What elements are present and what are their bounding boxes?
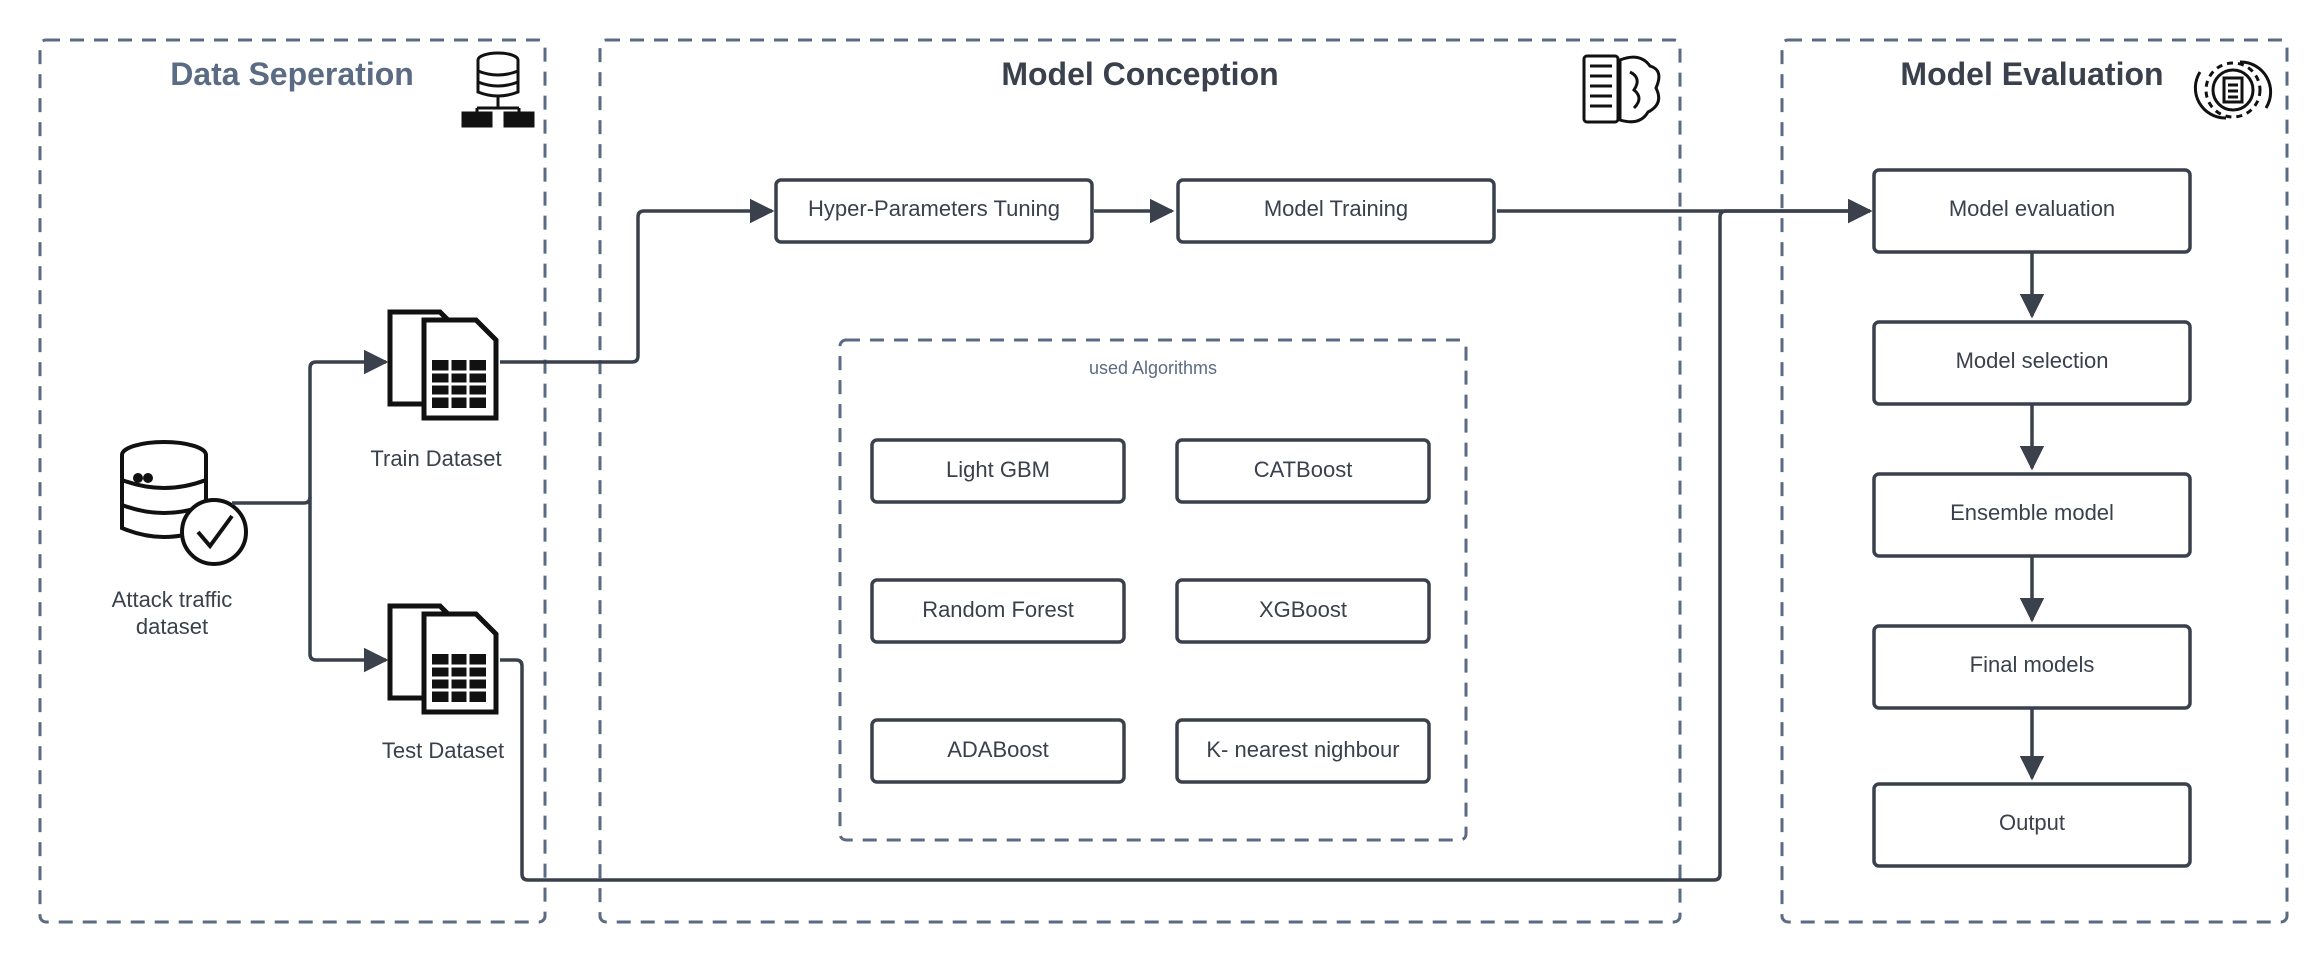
eval-box-final-models[interactable] bbox=[1872, 624, 2192, 710]
edge-test-to-evaluation bbox=[500, 198, 1873, 882]
train-spreadsheet-icon bbox=[387, 309, 499, 421]
algo-label-light-gbm: Light GBM bbox=[946, 457, 1050, 482]
eval-box-model-evaluation[interactable] bbox=[1872, 168, 2192, 254]
algo-box-knn[interactable] bbox=[1175, 718, 1431, 784]
gear-document-icon bbox=[2193, 60, 2273, 120]
eval-box-model-selection[interactable] bbox=[1872, 320, 2192, 406]
eval-label-final-models: Final models bbox=[1969, 652, 2095, 677]
model-training-box[interactable] bbox=[1176, 178, 1496, 244]
model-training-label: Model Training bbox=[1263, 196, 1409, 221]
test-dataset-label: Test Dataset bbox=[381, 738, 505, 763]
eval-box-ensemble-model[interactable] bbox=[1872, 472, 2192, 558]
eval-label-ensemble-model: Ensemble model bbox=[1950, 500, 2114, 525]
data-separation-title: Data Seperation bbox=[170, 56, 414, 92]
algo-label-random-forest: Random Forest bbox=[922, 597, 1074, 622]
brain-document-icon bbox=[1582, 54, 1661, 124]
eval-label-output: Output bbox=[1998, 810, 2066, 835]
hyperparameters-box[interactable] bbox=[774, 178, 1094, 244]
connectors bbox=[232, 198, 2045, 882]
algo-label-catboost: CATBoost bbox=[1253, 457, 1353, 482]
algo-box-xgboost[interactable] bbox=[1175, 578, 1431, 644]
database-check-icon bbox=[120, 440, 248, 566]
algorithms-title: used Algorithms bbox=[1088, 358, 1218, 378]
model-evaluation-panel bbox=[1780, 38, 2289, 924]
edge-to-train bbox=[308, 349, 389, 503]
edge-train-to-tuning bbox=[500, 198, 775, 364]
algo-box-random-forest[interactable] bbox=[870, 578, 1126, 644]
algo-box-catboost[interactable] bbox=[1175, 438, 1431, 504]
model-evaluation-title: Model Evaluation bbox=[1900, 56, 2164, 92]
hyperparameters-label: Hyper-Parameters Tuning bbox=[808, 196, 1060, 221]
test-spreadsheet-icon bbox=[387, 603, 499, 715]
eval-box-output[interactable] bbox=[1872, 782, 2192, 868]
model-conception-title: Model Conception bbox=[1001, 56, 1279, 92]
edge-dataset-branch bbox=[232, 496, 312, 505]
eval-label-model-evaluation: Model evaluation bbox=[1948, 196, 2116, 221]
algo-label-adaboost: ADABoost bbox=[947, 737, 1049, 762]
model-conception-panel bbox=[598, 38, 1682, 924]
algo-label-xgboost: XGBoost bbox=[1258, 597, 1348, 622]
attack-dataset-label: Attack traffic dataset bbox=[111, 587, 233, 639]
data-separation-panel bbox=[38, 38, 547, 924]
train-dataset-label: Train Dataset bbox=[370, 446, 502, 471]
algo-box-light-gbm[interactable] bbox=[870, 438, 1126, 504]
algorithms-group bbox=[838, 338, 1468, 842]
algo-label-knn: K- nearest nighbour bbox=[1206, 737, 1400, 762]
database-network-icon bbox=[461, 51, 535, 128]
algo-box-adaboost[interactable] bbox=[870, 718, 1126, 784]
eval-label-model-selection: Model selection bbox=[1955, 348, 2109, 373]
edge-to-test bbox=[308, 503, 389, 673]
